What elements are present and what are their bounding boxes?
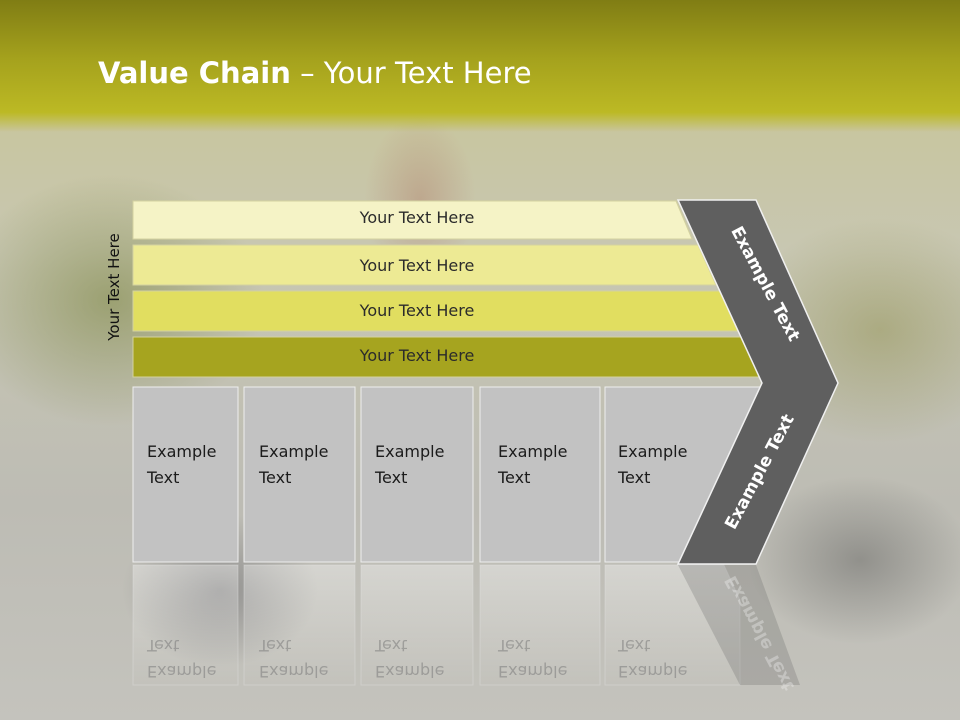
box-2-shape <box>243 386 356 563</box>
row-2-shape <box>132 244 717 286</box>
row-4-label: Your Text Here <box>359 346 475 365</box>
box-5-label: Example Text <box>618 442 688 487</box>
box-2-label: Example Text <box>259 442 329 487</box>
box-3-label: Example Text <box>375 442 445 487</box>
box-4-reflection-label: Example Text <box>498 636 568 681</box>
box-4-label: Example Text <box>498 442 568 487</box>
box-2-reflection-label: Example Text <box>259 636 329 681</box>
chevron-arrow <box>676 199 839 565</box>
reflection-group <box>132 564 800 686</box>
chevron-reflection <box>678 565 800 685</box>
box-4-shape <box>479 386 601 563</box>
slide-title: Value Chain – Your Text Here <box>98 56 532 90</box>
title-band <box>0 0 960 132</box>
row-2-label: Your Text Here <box>359 256 475 275</box>
box-reflection-4 <box>479 564 601 686</box>
row-1-label: Your Text Here <box>359 208 475 227</box>
box-reflection-5 <box>604 564 741 686</box>
title-bold: Value Chain <box>98 56 291 90</box>
box-reflection-1 <box>132 564 239 686</box>
box-1-label: Example Text <box>147 442 217 487</box>
row-1-shape <box>132 200 693 240</box>
row-3-label: Your Text Here <box>359 301 475 320</box>
box-5-reflection-label: Example Text <box>618 636 688 681</box>
box-3-shape <box>360 386 474 563</box>
box-reflection-2 <box>243 564 356 686</box>
title-rest: – Your Text Here <box>290 56 532 90</box>
box-1-shape <box>132 386 239 563</box>
box-reflection-3 <box>360 564 474 686</box>
box-3-reflection-label: Example Text <box>375 636 445 681</box>
box-1-reflection-label: Example Text <box>147 636 217 681</box>
